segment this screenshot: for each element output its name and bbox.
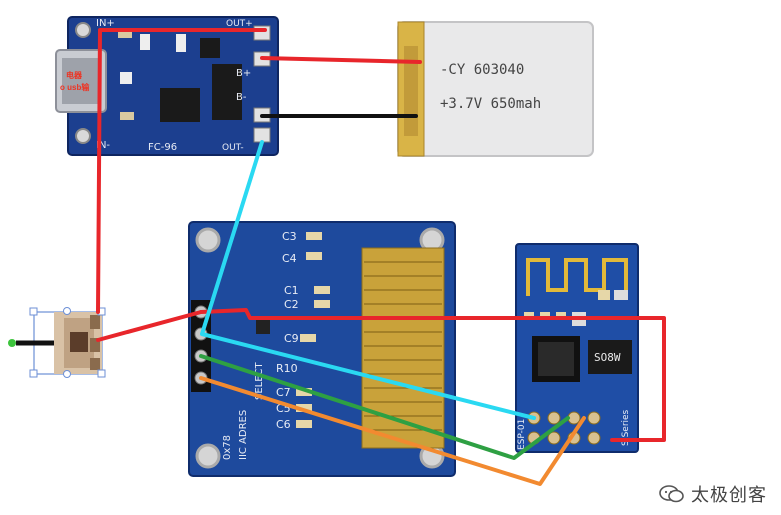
battery-spec-label: +3.7V 650mah (440, 96, 541, 112)
esp-pin-2 (547, 411, 561, 425)
b-minus-label: B- (236, 92, 247, 103)
wire-layer (96, 28, 666, 486)
esp-pin-4 (587, 411, 601, 425)
wire-red-out-plus-to-switch (96, 28, 267, 314)
series-label: S Series (621, 409, 631, 446)
label-select: SELECT (254, 361, 265, 400)
in-minus-label: IN- (96, 140, 110, 151)
wechat-icon (659, 485, 684, 503)
wire-cyan-out-minus-to-esp-gnd (200, 140, 536, 420)
wire-red-b-plus-to-battery (260, 56, 422, 64)
flash-label: SO8W (594, 351, 621, 364)
charger-board: IN+ IN- OUT+ B+ B- OUT- FC-96 电器 o usb输 (55, 16, 279, 156)
usb-note-line2: o usb输 (60, 82, 90, 92)
oled-flex-cable (361, 247, 445, 449)
esp-pin-6 (547, 431, 561, 445)
b-plus-label: B+ (236, 68, 251, 79)
esp01-board: SO8W S Series ESP-01 (515, 243, 639, 453)
wire-red-oled-vcc-to-esp (199, 308, 666, 442)
usb-note-line1: 电器 (66, 70, 83, 80)
model-label: FC-96 (148, 142, 177, 153)
label-c9: C9 (284, 332, 299, 345)
wire-orange-sda-to-esp (199, 376, 586, 486)
label-c2: C2 (284, 298, 299, 311)
slide-switch (8, 307, 106, 378)
in-plus-pad (75, 22, 91, 38)
protection-chip (212, 64, 242, 120)
charger-chip (160, 88, 200, 122)
in-plus-label: IN+ (96, 18, 115, 29)
esp-antenna (526, 258, 628, 296)
esp-pin-8 (587, 431, 601, 445)
lipo-battery: -CY 603040 +3.7V 650mah (397, 21, 594, 157)
oled-board: C3 C4 C1 C2 C9 R10 C7 C5 C6 IIC ADRES SE… (188, 221, 456, 477)
label-c1: C1 (284, 284, 299, 297)
model-label-esp: ESP-01 (517, 419, 527, 450)
label-c3: C3 (282, 230, 297, 243)
out-minus-pad (253, 127, 271, 143)
label-c4: C4 (282, 252, 297, 265)
label-r10: R10 (276, 362, 298, 375)
label-c7: C7 (276, 386, 291, 399)
watermark-text: 太极创客 (691, 485, 767, 506)
battery-model-label: -CY 603040 (440, 62, 524, 78)
in-minus-pad (75, 128, 91, 144)
label-c6: C6 (276, 418, 291, 431)
out-plus-label: OUT+ (226, 19, 253, 29)
label-iic-adres: IIC ADRES (238, 410, 249, 460)
wire-red-switch-to-oled-vcc (96, 310, 203, 342)
flash-chip (588, 340, 632, 374)
watermark: 太极创客 (659, 481, 767, 507)
label-addr: 0x78 (222, 435, 233, 460)
wire-green-scl-to-esp (199, 354, 570, 460)
out-minus-label: OUT- (222, 143, 244, 153)
